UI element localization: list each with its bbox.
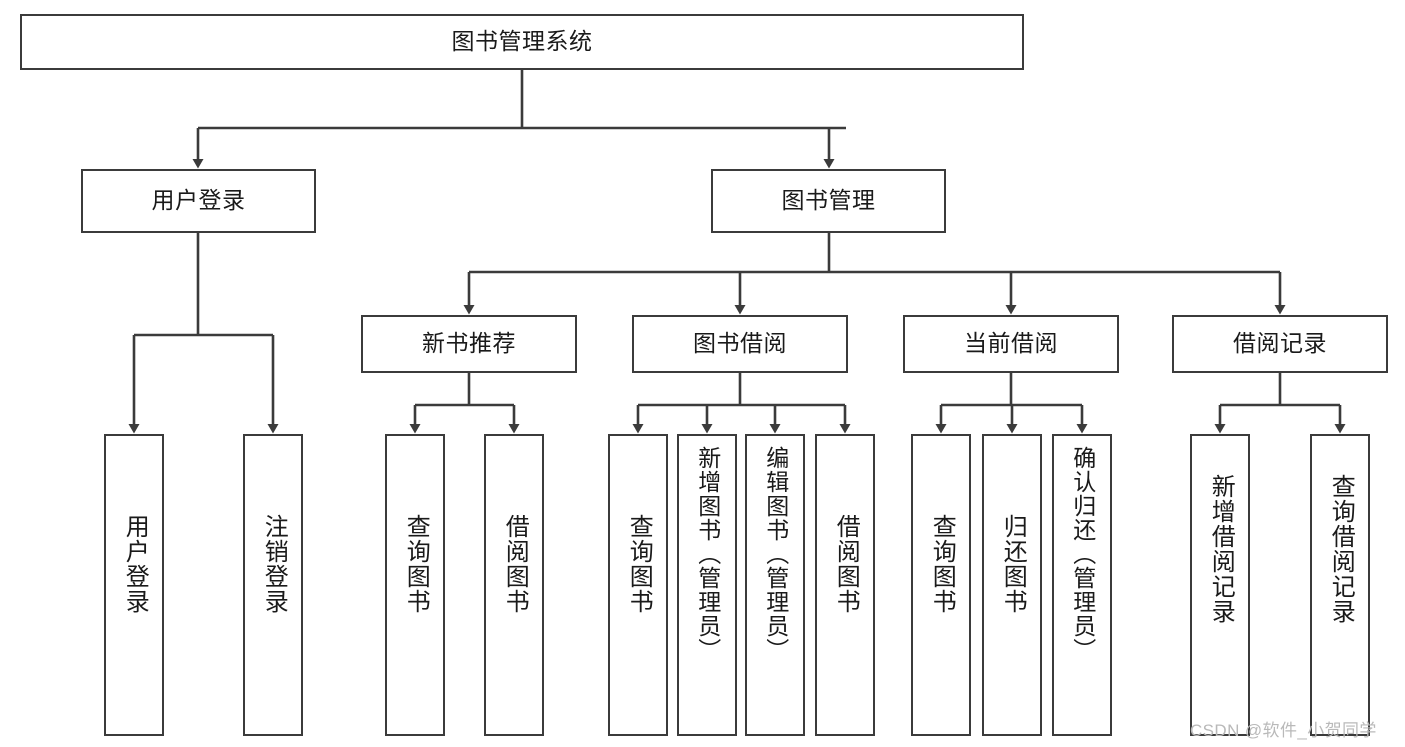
node-leaf-add-record-label: 新增借阅记录 (1207, 474, 1235, 624)
node-current-borrow-label: 当前借阅 (964, 330, 1058, 357)
node-leaf-query-book-1-label: 查询图书 (402, 514, 430, 614)
node-leaf-borrow-book-1-label: 借阅图书 (501, 514, 529, 614)
node-current-borrow[interactable]: 当前借阅 (903, 315, 1119, 373)
node-borrow-record[interactable]: 借阅记录 (1172, 315, 1388, 373)
node-leaf-add-book[interactable]: 新增图书（管理员） (677, 434, 737, 736)
node-root[interactable]: 图书管理系统 (20, 14, 1024, 70)
node-leaf-logout-login[interactable]: 注销登录 (243, 434, 303, 736)
node-book-manage[interactable]: 图书管理 (711, 169, 946, 233)
node-leaf-logout-login-label: 注销登录 (260, 514, 288, 614)
node-leaf-add-book-label: 新增图书（管理员） (694, 446, 721, 662)
node-new-book-recommend-label: 新书推荐 (422, 330, 516, 357)
node-root-label: 图书管理系统 (451, 28, 593, 55)
node-leaf-return-book-label: 归还图书 (999, 514, 1027, 614)
node-leaf-confirm-return[interactable]: 确认归还（管理员） (1052, 434, 1112, 736)
node-new-book-recommend[interactable]: 新书推荐 (361, 315, 577, 373)
node-leaf-query-book-3-label: 查询图书 (928, 514, 956, 614)
node-user-login[interactable]: 用户登录 (81, 169, 316, 233)
node-leaf-confirm-return-label: 确认归还（管理员） (1069, 446, 1096, 662)
node-leaf-user-login-label: 用户登录 (121, 514, 149, 614)
node-book-manage-label: 图书管理 (781, 187, 876, 214)
node-leaf-borrow-book-1[interactable]: 借阅图书 (484, 434, 544, 736)
node-book-borrow[interactable]: 图书借阅 (632, 315, 848, 373)
node-borrow-record-label: 借阅记录 (1233, 330, 1327, 357)
node-leaf-query-book-3[interactable]: 查询图书 (911, 434, 971, 736)
node-leaf-query-record[interactable]: 查询借阅记录 (1310, 434, 1370, 736)
watermark: CSDN @软件_小贺同学 (1190, 721, 1377, 740)
node-leaf-edit-book-label: 编辑图书（管理员） (762, 446, 789, 662)
node-book-borrow-label: 图书借阅 (693, 330, 787, 357)
node-leaf-borrow-book-2[interactable]: 借阅图书 (815, 434, 875, 736)
node-leaf-query-book-1[interactable]: 查询图书 (385, 434, 445, 736)
node-leaf-query-book-2-label: 查询图书 (625, 514, 653, 614)
node-leaf-query-book-2[interactable]: 查询图书 (608, 434, 668, 736)
node-user-login-label: 用户登录 (151, 187, 246, 214)
node-leaf-return-book[interactable]: 归还图书 (982, 434, 1042, 736)
node-leaf-user-login[interactable]: 用户登录 (104, 434, 164, 736)
node-leaf-borrow-book-2-label: 借阅图书 (832, 514, 860, 614)
node-leaf-add-record[interactable]: 新增借阅记录 (1190, 434, 1250, 736)
node-leaf-query-record-label: 查询借阅记录 (1327, 474, 1355, 624)
node-leaf-edit-book[interactable]: 编辑图书（管理员） (745, 434, 805, 736)
